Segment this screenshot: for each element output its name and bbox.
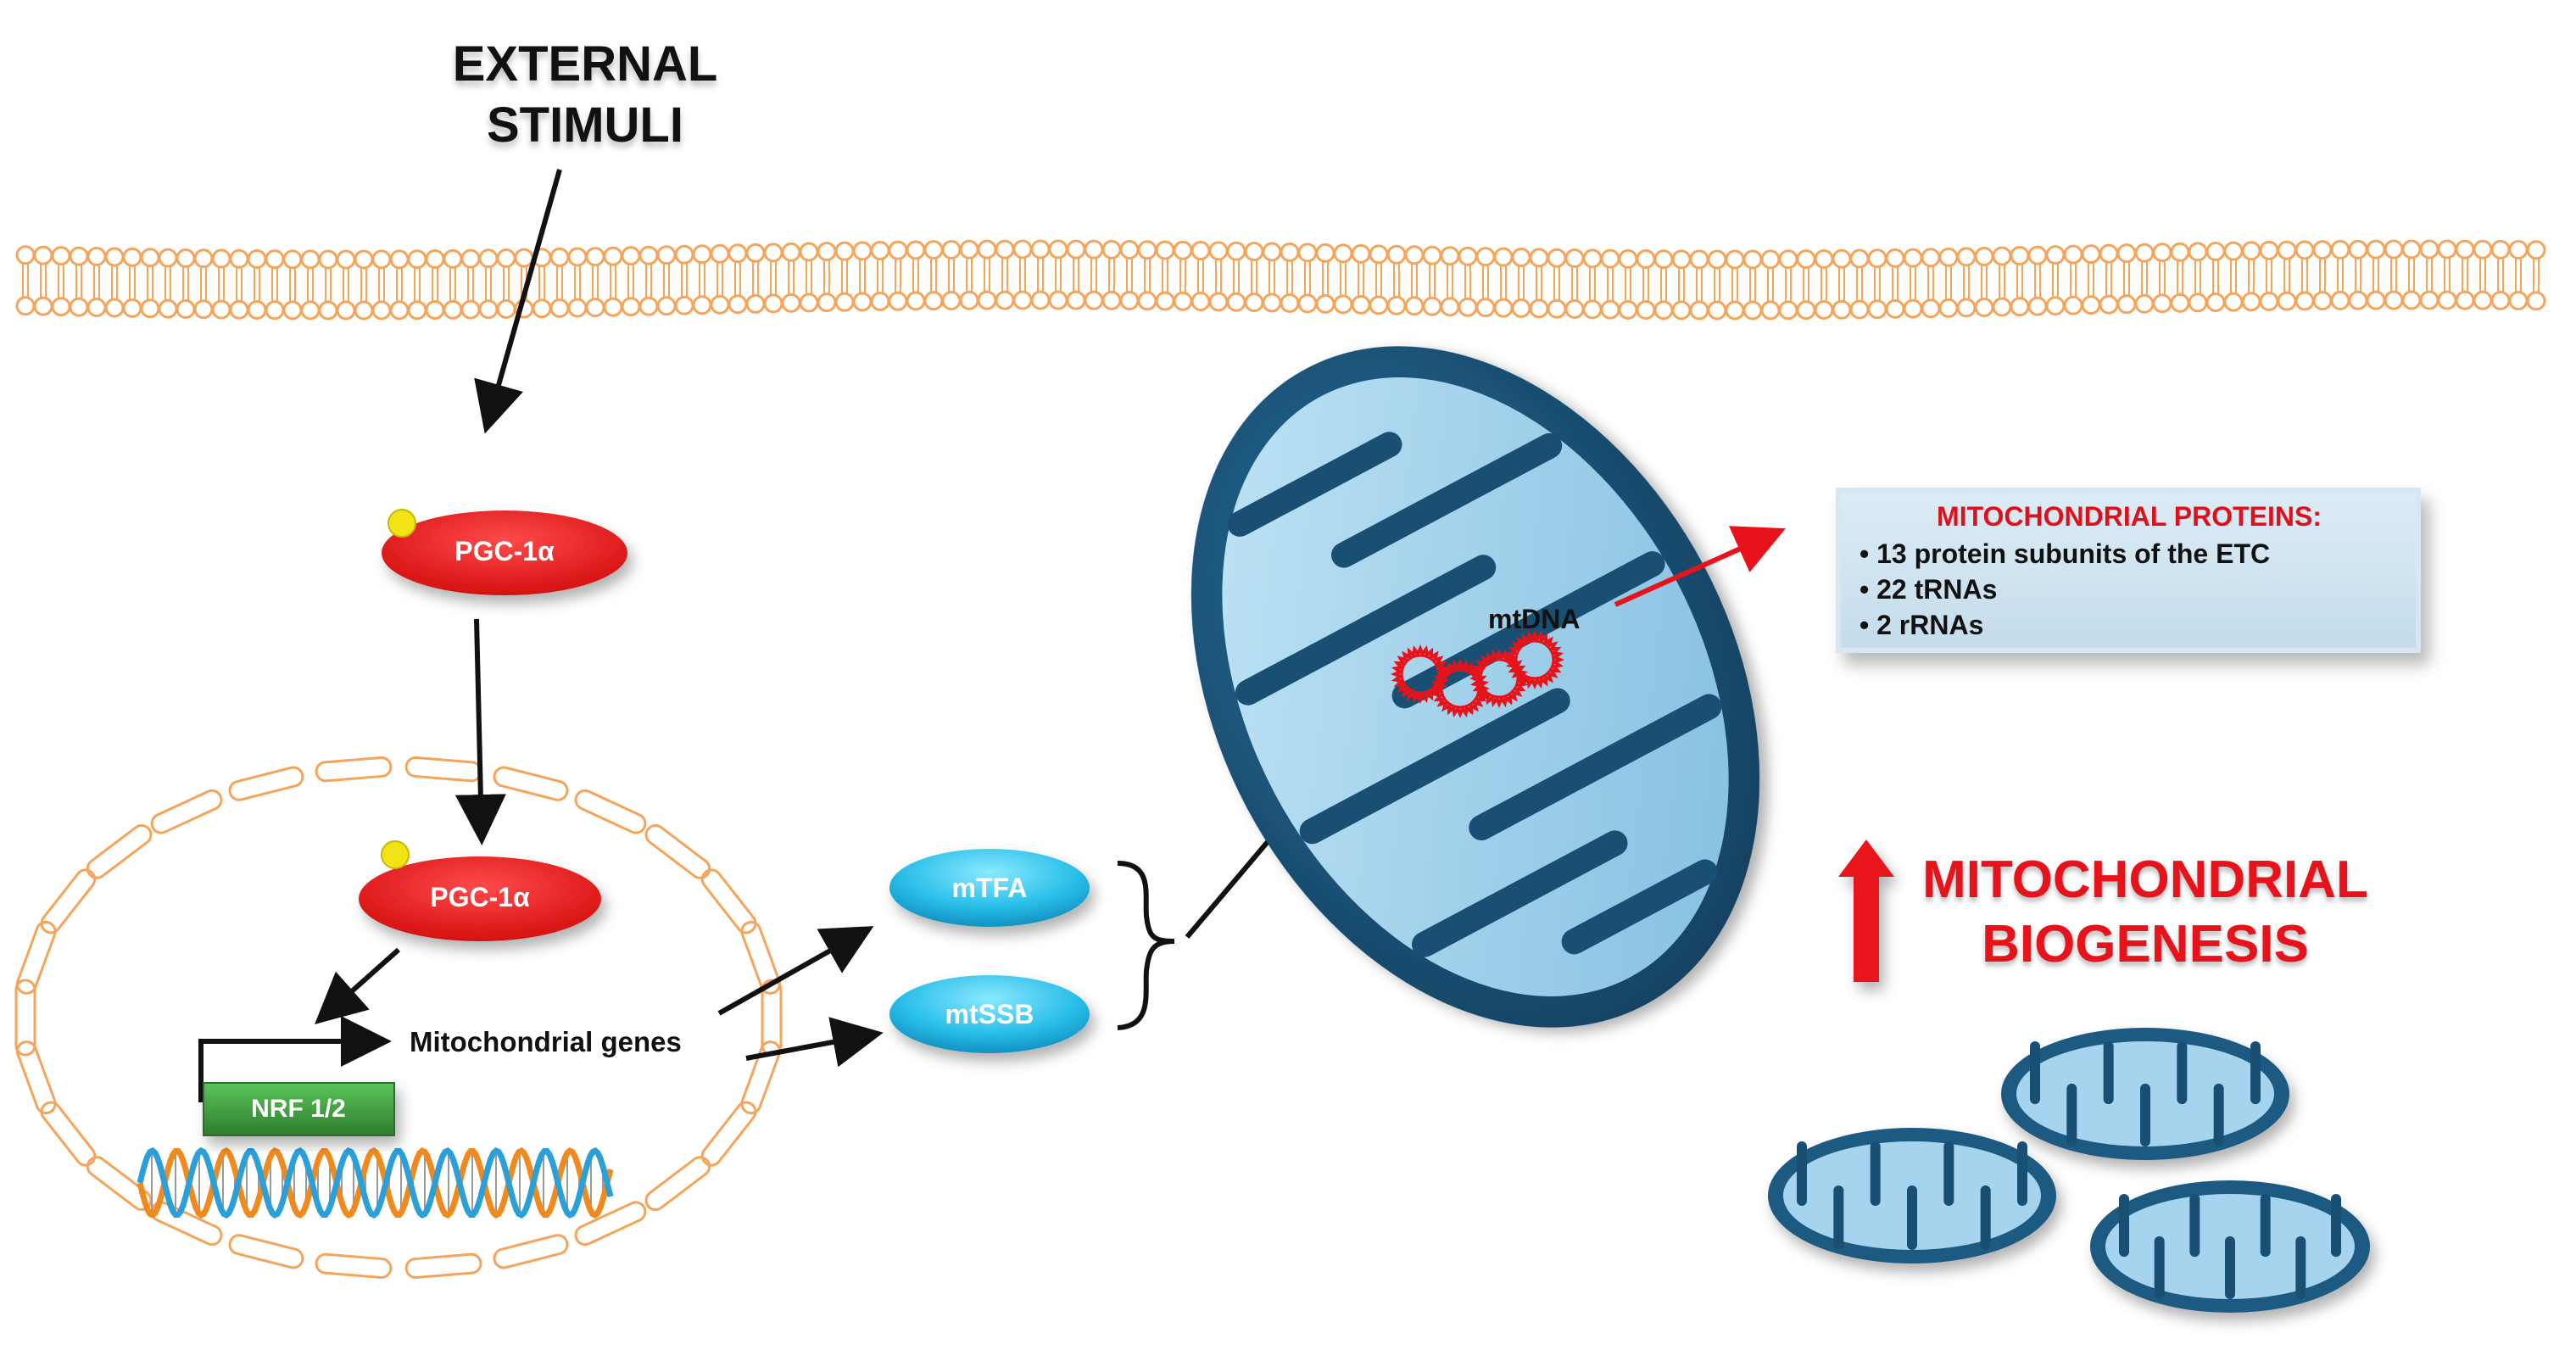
external-stimuli-line2: STIMULI xyxy=(487,98,683,153)
mitochondrial-proteins-box: MITOCHONDRIAL PROTEINS: • 13 protein sub… xyxy=(1836,488,2421,653)
arrow-pgc-translocation xyxy=(454,618,506,845)
transcription-start-arrow xyxy=(198,1016,392,1102)
arrow-stimuli-to-pgc xyxy=(474,169,562,434)
curly-brace xyxy=(1117,861,1175,1030)
mitochondrion-main xyxy=(1190,346,1760,1028)
mtssb-node xyxy=(889,975,1090,1053)
biogenesis-line2: BIOGENESIS xyxy=(1982,915,2309,973)
increase-arrow-icon xyxy=(1838,839,1894,982)
mtdna-label: mtDNA xyxy=(1488,604,1581,634)
dna-helix xyxy=(137,1147,614,1219)
pgc1a-cytoplasm-node xyxy=(382,510,627,595)
mitochondrial-biogenesis-label: MITOCHONDRIAL BIOGENESIS xyxy=(1882,848,2408,977)
mitochondrial-genes-label: Mitochondrial genes xyxy=(410,1026,682,1057)
small-mitochondrion xyxy=(1768,1128,2056,1263)
proteins-item-etc: • 13 protein subunits of the ETC xyxy=(1860,538,2271,569)
nrf-label: NRF 1/2 xyxy=(251,1095,346,1123)
nrf-box xyxy=(203,1082,395,1136)
cell-membrane xyxy=(15,239,2546,321)
external-stimuli-label: EXTERNAL STIMULI xyxy=(373,34,797,156)
proteins-box-title: MITOCHONDRIAL PROTEINS: xyxy=(1937,501,2322,532)
mtdna-rings xyxy=(1390,629,1565,719)
phosphate-dot-nucleus xyxy=(381,840,410,869)
external-stimuli-line1: EXTERNAL xyxy=(452,36,718,92)
nuclear-envelope xyxy=(14,756,783,1280)
arrow-genes-to-mtssb xyxy=(745,1017,884,1068)
proteins-item-rrna: • 2 rRNAs xyxy=(1860,610,1984,640)
small-mitochondrion xyxy=(2090,1180,2370,1313)
mtssb-label: mtSSB xyxy=(945,999,1034,1029)
biogenesis-line1: MITOCHONDRIAL xyxy=(1922,851,2368,909)
mtfa-node xyxy=(889,849,1090,927)
small-mitochondrion xyxy=(2001,1028,2289,1160)
arrow-mtdna-to-proteins xyxy=(1614,526,1786,607)
phosphate-dot-cytoplasm xyxy=(388,509,416,538)
arrow-pgc-to-nrf xyxy=(315,947,400,1024)
pgc1a-cytoplasm-label: PGC-1α xyxy=(454,536,555,566)
mtfa-label: mTFA xyxy=(951,873,1028,903)
pgc1a-nucleus-label: PGC-1α xyxy=(430,882,530,912)
pgc1a-nucleus-node xyxy=(359,856,601,941)
arrow-genes-to-mtfa xyxy=(717,926,874,1016)
proteins-item-trna: • 22 tRNAs xyxy=(1860,574,1998,605)
small-mitochondria-group xyxy=(1768,1028,2370,1313)
